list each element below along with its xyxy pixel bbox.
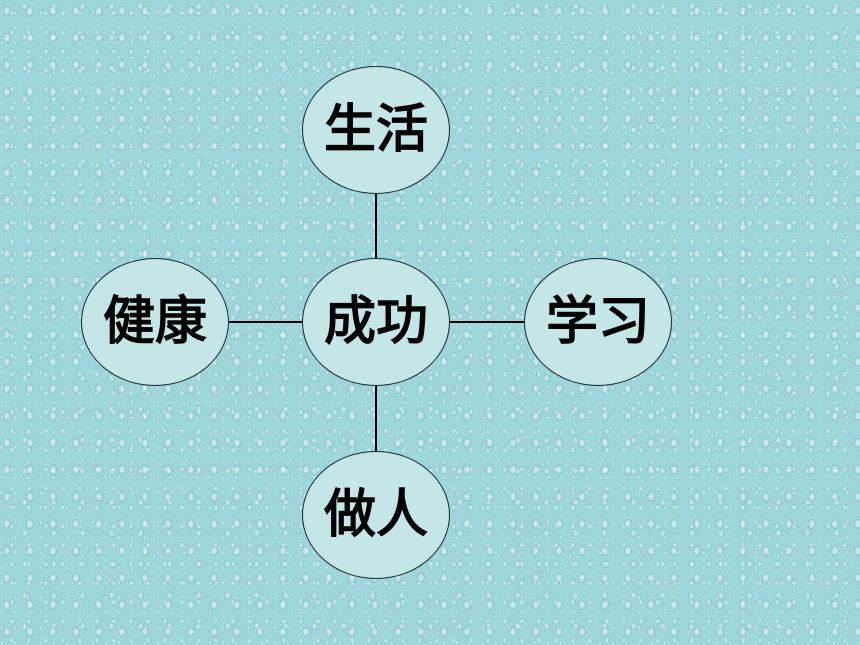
- node-conduct: 做人: [302, 451, 450, 579]
- node-success-label: 成功: [323, 292, 428, 352]
- node-study: 学习: [524, 258, 672, 386]
- node-life-label: 生活: [323, 100, 428, 160]
- node-conduct-label: 做人: [323, 485, 428, 545]
- node-health-label: 健康: [102, 292, 207, 352]
- node-study-label: 学习: [545, 292, 650, 352]
- node-success: 成功: [302, 258, 450, 386]
- node-life: 生活: [302, 66, 450, 194]
- node-health: 健康: [81, 258, 229, 386]
